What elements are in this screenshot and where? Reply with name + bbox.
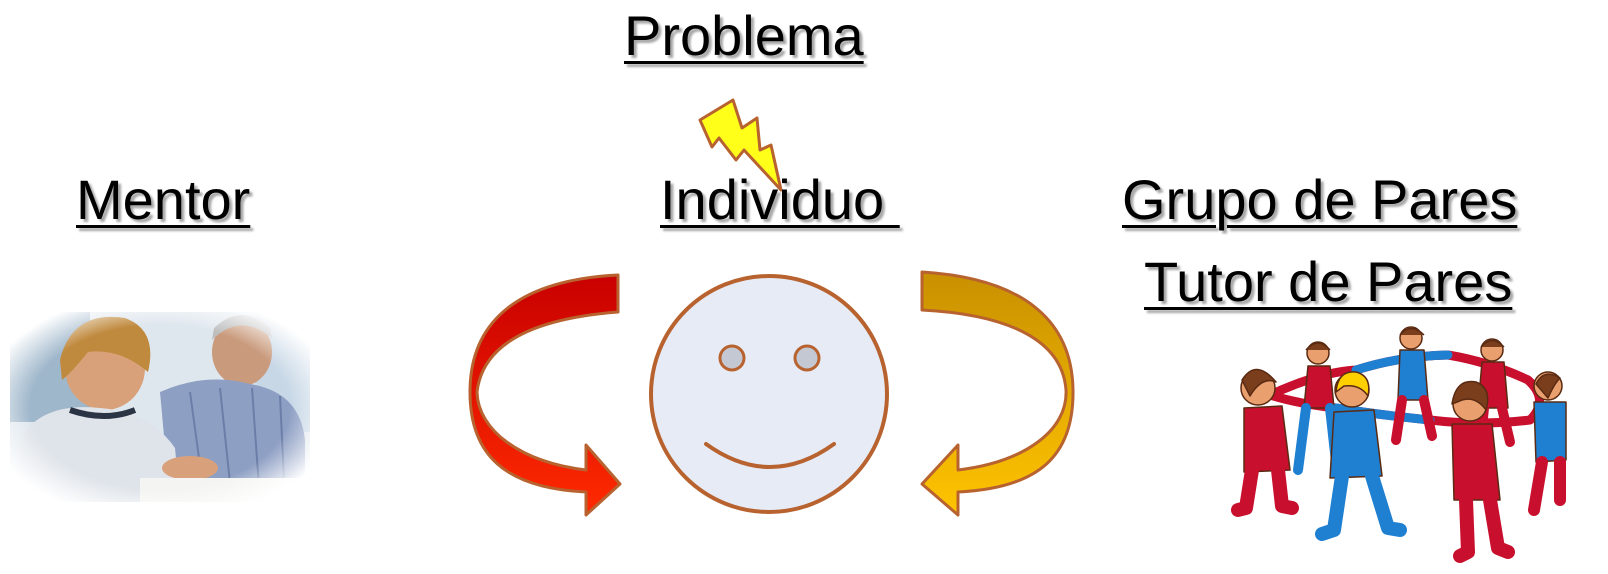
individual-label: Individuo xyxy=(660,168,900,231)
left-eye xyxy=(718,344,746,372)
right-eye xyxy=(793,344,821,372)
peer-tutor-label: Tutor de Pares xyxy=(1144,250,1513,313)
peer-group-label: Grupo de Pares xyxy=(1122,168,1518,231)
lightning-bolt-icon xyxy=(698,98,783,192)
cycle-arrow-right-icon xyxy=(920,270,1075,517)
smiley-face-icon xyxy=(649,274,889,514)
peer-group-circle-icon xyxy=(1231,326,1567,563)
smile xyxy=(704,442,836,469)
problem-label: Problema xyxy=(624,4,864,67)
cycle-arrow-left-icon xyxy=(468,273,622,517)
mentor-photo xyxy=(10,312,310,503)
mentor-label: Mentor xyxy=(76,168,251,231)
